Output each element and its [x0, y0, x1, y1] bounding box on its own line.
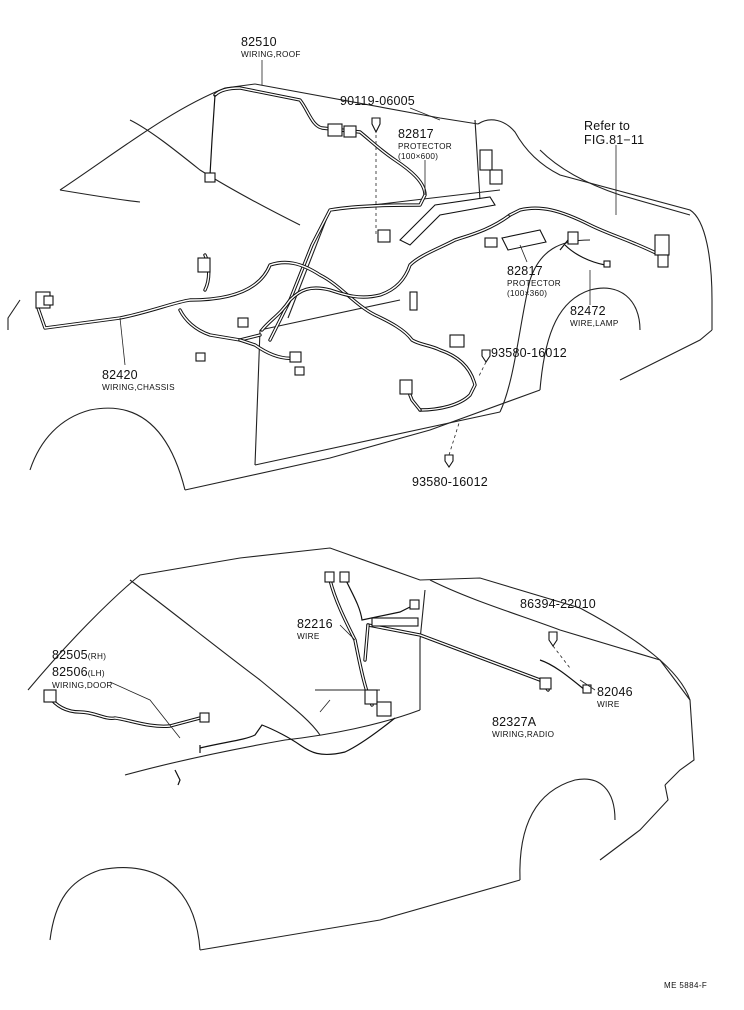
roof-wiring-82510 — [204, 86, 427, 342]
part-name: WIRING,DOOR — [52, 681, 113, 690]
part-label-90119: 90119-06005 — [340, 95, 415, 108]
part-number: 82327A — [492, 715, 537, 729]
part-name: PROTECTOR — [398, 141, 452, 151]
part-label-82216: 82216 WIRE — [297, 618, 333, 641]
protectors-82817 — [399, 196, 547, 251]
part-name: PROTECTOR — [507, 278, 561, 288]
part-number: 82472 — [570, 304, 606, 318]
part-number: 82817 — [398, 127, 434, 141]
lower-car-body — [27, 547, 695, 951]
part-name: WIRING,ROOF — [241, 49, 301, 59]
lamp-wire-82472 — [559, 239, 611, 268]
part-number: 93580-16012 — [491, 346, 567, 360]
part-number: 82216 — [297, 617, 333, 631]
diagram-code: ME 5884-F — [664, 981, 708, 990]
part-number: 82510 — [241, 35, 277, 49]
part-variant-lh: (LH) — [87, 669, 105, 678]
refer-text: Refer to — [584, 119, 631, 133]
part-label-82420: 82420 WIRING,CHASSIS — [102, 369, 175, 392]
part-label-82472: 82472 WIRE,LAMP — [570, 305, 619, 328]
part-number: 86394-22010 — [520, 597, 596, 611]
part-label-82505-82506: 82505(RH) 82506(LH) WIRING,DOOR — [52, 647, 113, 690]
part-label-82817-lower: 82817 PROTECTOR (100×360) — [507, 265, 561, 298]
part-number: 82046 — [597, 685, 633, 699]
refer-figure: FIG.81−11 — [584, 132, 645, 147]
part-size: (100×600) — [398, 151, 439, 161]
part-label-82817-upper: 82817 PROTECTOR (100×600) — [398, 128, 452, 161]
part-name: WIRING,CHASSIS — [102, 382, 175, 392]
part-number: 93580-16012 — [412, 475, 488, 489]
part-name: WIRING,RADIO — [492, 729, 555, 739]
part-number: 82817 — [507, 264, 543, 278]
part-label-86394: 86394-22010 — [520, 598, 596, 611]
part-label-93580-upper: 93580-16012 — [491, 347, 567, 360]
part-number: 90119-06005 — [340, 94, 415, 108]
part-name: WIRE — [597, 699, 620, 709]
part-variant-rh: (RH) — [87, 652, 107, 661]
part-name: WIRE,LAMP — [570, 318, 619, 328]
part-size: (100×360) — [507, 288, 548, 298]
lower-wiring — [43, 571, 592, 786]
part-number: 82420 — [102, 368, 138, 382]
part-label-82046: 82046 WIRE — [597, 686, 633, 709]
part-label-82510: 82510 WIRING,ROOF — [241, 36, 301, 59]
lower-leaders — [109, 624, 596, 739]
part-name: WIRE — [297, 631, 320, 641]
part-label-82327A: 82327A WIRING,RADIO — [492, 716, 554, 739]
chassis-wiring-82420 — [35, 149, 670, 412]
part-number-lh: 82506 — [52, 665, 88, 679]
part-label-refer: Refer to FIG.81−11 — [584, 120, 644, 146]
upper-leaders — [119, 60, 617, 456]
part-number-rh: 82505 — [52, 648, 88, 662]
part-label-93580-lower: 93580-16012 — [412, 476, 488, 489]
upper-fasteners — [371, 117, 491, 468]
